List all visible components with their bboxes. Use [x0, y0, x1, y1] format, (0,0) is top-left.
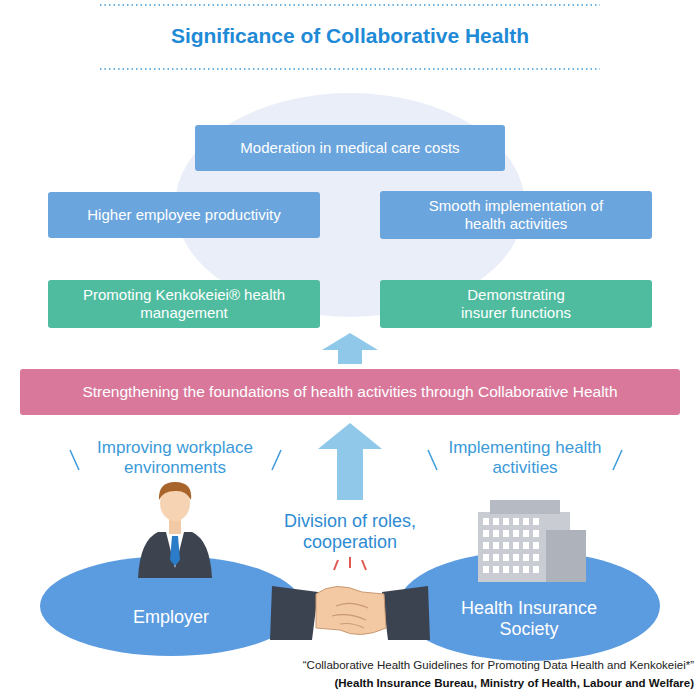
diagram-title: Significance of Collaborative Health: [0, 24, 700, 48]
node-text: Promoting Kenkokeiei® health management: [74, 286, 294, 322]
side-label: Implementing health activities: [445, 438, 605, 478]
node-text: Strengthening the foundations of health …: [82, 383, 617, 401]
process-box: Strengthening the foundations of health …: [20, 369, 680, 415]
person-icon: [138, 482, 212, 578]
node-text: Higher employee productivity: [87, 206, 280, 224]
node-text: Employer: [133, 607, 209, 628]
node-text: Demonstrating insurer functions: [446, 286, 586, 322]
process-box: Promoting Kenkokeiei® health management: [48, 280, 320, 328]
node-text: Smooth implementation of health activiti…: [409, 197, 624, 233]
handshake: [270, 557, 430, 640]
source-caption: “Collaborative Health Guidelines for Pro…: [200, 658, 694, 673]
dotted-rule: [100, 68, 600, 70]
process-box: Smooth implementation of health activiti…: [380, 191, 652, 239]
source-caption: (Health Insurance Bureau, Ministry of He…: [200, 676, 694, 691]
node-text: Moderation in medical care costs: [240, 139, 459, 157]
side-label: Improving workplace environments: [85, 438, 265, 478]
node-text: Health Insurance Society: [454, 598, 604, 640]
block-arrow: [318, 423, 382, 500]
process-box: Higher employee productivity: [48, 192, 320, 238]
building-icon: [478, 500, 586, 582]
party-ellipse: Employer: [40, 556, 302, 656]
process-box: Moderation in medical care costs: [195, 125, 505, 171]
dotted-rule: [100, 4, 600, 6]
process-box: Demonstrating insurer functions: [380, 280, 652, 328]
block-arrow: [322, 333, 378, 364]
ellipse-shape: [40, 556, 302, 656]
party-ellipse: Health Insurance Society: [398, 551, 660, 661]
arrow-label: Division of roles, cooperation: [250, 511, 450, 555]
